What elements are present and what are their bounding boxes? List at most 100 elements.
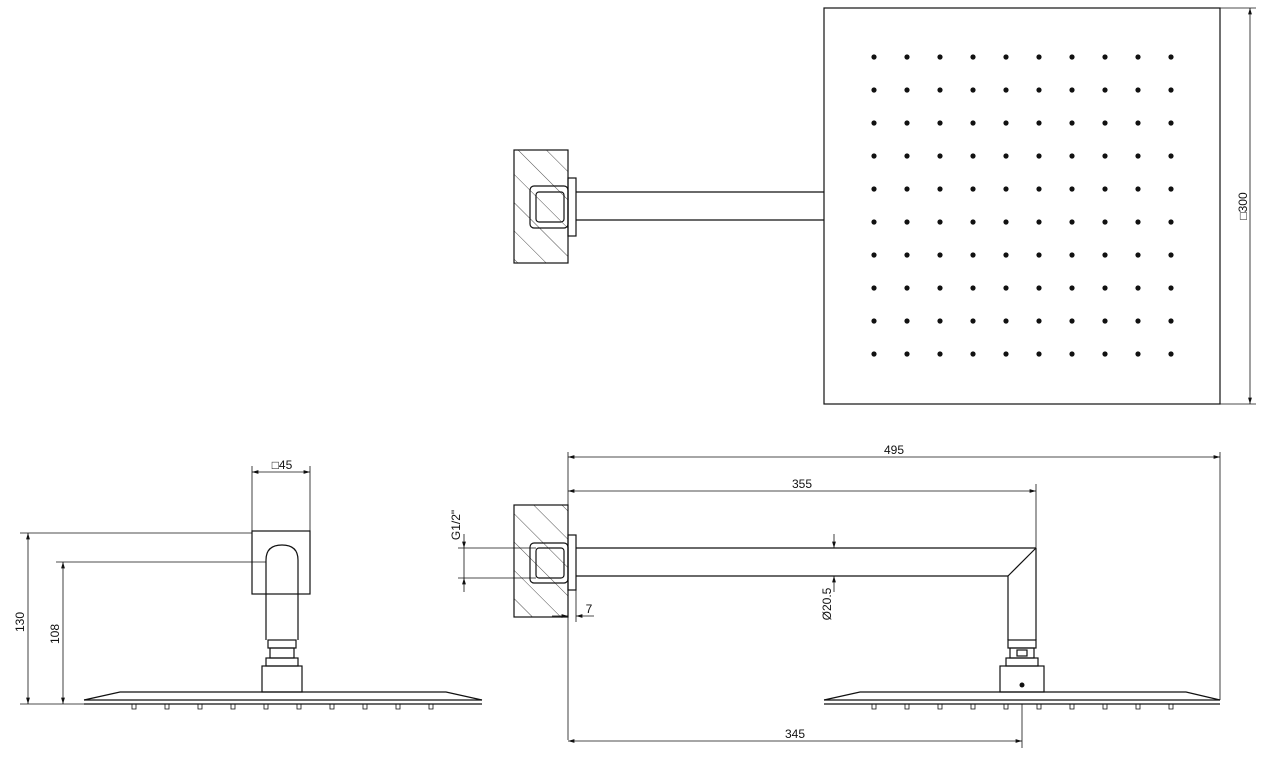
nozzle	[1036, 285, 1042, 291]
side-swivel	[261, 639, 303, 693]
nozzle	[871, 54, 877, 60]
nozzle	[970, 87, 976, 93]
front-view: 495 355 345 G1/2" Ø20.5	[449, 443, 1221, 748]
nozzle	[1168, 318, 1174, 324]
nozzle-tip	[263, 704, 269, 710]
nozzle	[937, 285, 943, 291]
top-view: □300	[513, 7, 1256, 405]
nozzle	[1069, 120, 1075, 126]
nozzle	[1102, 219, 1108, 225]
nozzle	[904, 54, 910, 60]
nozzle-tip	[1036, 704, 1042, 710]
nozzle	[1135, 186, 1141, 192]
nozzle	[1036, 318, 1042, 324]
nozzle	[1036, 219, 1042, 225]
nozzle	[1102, 186, 1108, 192]
nozzle-tip	[362, 704, 368, 710]
nozzle	[1036, 186, 1042, 192]
nozzle	[1168, 153, 1174, 159]
nozzle	[1003, 87, 1009, 93]
nozzle	[1036, 54, 1042, 60]
nozzle	[1069, 87, 1075, 93]
nozzle	[904, 87, 910, 93]
nozzle	[937, 120, 943, 126]
nozzle	[970, 318, 976, 324]
nozzle	[1003, 318, 1009, 324]
nozzle	[1102, 318, 1108, 324]
nozzle-tip	[1003, 704, 1009, 710]
nozzle	[937, 186, 943, 192]
nozzle	[904, 318, 910, 324]
nozzle	[1135, 120, 1141, 126]
dim-head-square: □300	[1220, 7, 1256, 405]
nozzle-tip	[164, 704, 170, 710]
nozzle	[1069, 186, 1075, 192]
nozzle	[1135, 153, 1141, 159]
nozzle	[1003, 153, 1009, 159]
nozzle	[970, 120, 976, 126]
nozzle	[937, 318, 943, 324]
dim-total-length: 495	[567, 443, 1221, 740]
nozzle	[1102, 285, 1108, 291]
nozzle	[1003, 285, 1009, 291]
nozzle	[970, 54, 976, 60]
dim-head-square-label: □300	[1236, 192, 1250, 220]
nozzle	[1168, 252, 1174, 258]
nozzle	[1168, 87, 1174, 93]
nozzle	[1168, 54, 1174, 60]
nozzle	[871, 153, 877, 159]
nozzle	[1168, 219, 1174, 225]
nozzle	[1069, 54, 1075, 60]
nozzle	[1003, 54, 1009, 60]
top-wall-flange	[529, 177, 577, 237]
dim-arm-diameter: Ø20.5	[820, 534, 836, 620]
nozzle-tip	[428, 704, 434, 710]
nozzle-tip	[1168, 704, 1174, 710]
dim-wall-offset-label: 7	[586, 602, 593, 616]
front-arm	[576, 547, 1037, 640]
nozzle	[871, 120, 877, 126]
nozzle	[871, 351, 877, 357]
nozzle	[1135, 54, 1141, 60]
nozzle	[871, 87, 877, 93]
nozzle	[1135, 285, 1141, 291]
nozzle	[1168, 351, 1174, 357]
nozzle	[1069, 285, 1075, 291]
dim-arm-height-label: 108	[48, 624, 62, 644]
nozzle	[904, 252, 910, 258]
nozzle	[904, 120, 910, 126]
nozzle	[904, 153, 910, 159]
nozzle	[970, 219, 976, 225]
dim-arm-height: 108	[48, 561, 266, 704]
top-arm	[576, 191, 824, 221]
nozzle	[1036, 87, 1042, 93]
nozzle-tip	[230, 704, 236, 710]
nozzle	[1102, 120, 1108, 126]
nozzle-tip	[395, 704, 401, 710]
nozzle	[1036, 252, 1042, 258]
side-arm-elbow	[265, 544, 299, 640]
dim-thread-label: G1/2"	[449, 510, 463, 540]
nozzle	[1036, 120, 1042, 126]
nozzle	[1069, 318, 1075, 324]
nozzle	[1168, 285, 1174, 291]
nozzle	[871, 252, 877, 258]
nozzle	[871, 318, 877, 324]
dim-overall-height-label: 130	[13, 612, 27, 632]
nozzle	[970, 186, 976, 192]
nozzle	[970, 285, 976, 291]
side-view: □45 130 108	[13, 458, 483, 710]
nozzle	[1102, 87, 1108, 93]
nozzle	[1069, 153, 1075, 159]
dim-wall-offset: 7	[552, 590, 594, 622]
nozzle	[1003, 186, 1009, 192]
shower-head-top	[823, 7, 1221, 405]
nozzle	[1003, 252, 1009, 258]
side-flange	[251, 530, 311, 595]
nozzle	[1069, 219, 1075, 225]
dim-total-length-label: 495	[884, 443, 904, 457]
nozzle	[1168, 186, 1174, 192]
nozzle-tip	[970, 704, 976, 710]
front-swivel	[999, 639, 1045, 693]
